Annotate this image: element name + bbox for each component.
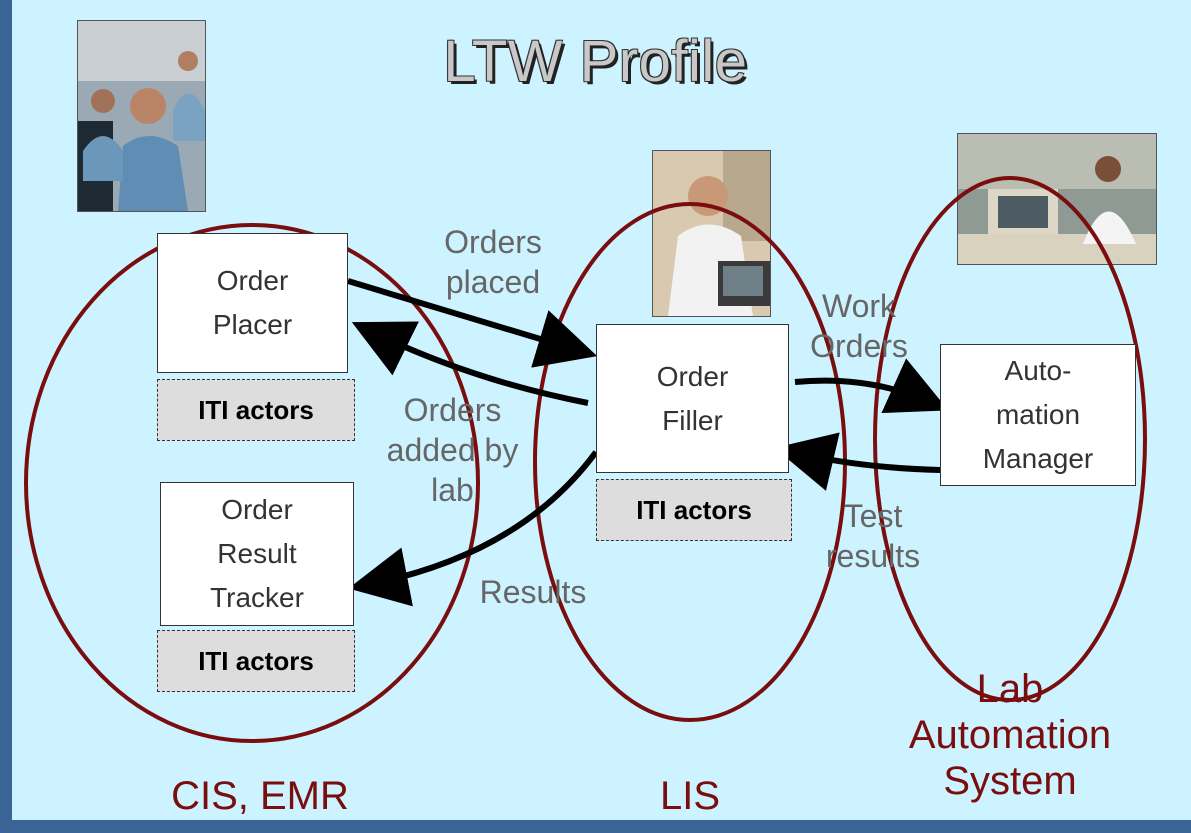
work-orders-arrow — [794, 358, 949, 414]
test-results-line1: Test — [843, 498, 903, 534]
test-results-line2: results — [825, 538, 921, 574]
orders-added-line1: Orders — [403, 392, 502, 428]
iti-actors-tracker: ITI actors — [157, 630, 355, 692]
lis-label: LIS — [659, 774, 721, 818]
work-orders-line1: Work — [821, 288, 897, 324]
automation-line3: Manager — [982, 443, 1094, 474]
results-label: Results — [479, 574, 587, 610]
cis-emr-label: CIS, EMR — [171, 774, 349, 818]
tracker-line1: Order — [221, 494, 293, 525]
cis-emr-ellipse — [24, 223, 480, 743]
lab-automation-line2: Automation — [908, 713, 1112, 757]
automation-line2: mation — [995, 399, 1081, 430]
orders-placed-line1: Orders — [444, 224, 542, 260]
orders-added-line3: lab — [431, 472, 474, 508]
iti-actors-placer: ITI actors — [157, 379, 355, 441]
order-placer-line2: Placer — [212, 309, 293, 340]
lab-automation-ellipse — [873, 176, 1147, 702]
results-arrow — [348, 450, 599, 607]
orders-placed-line2: placed — [445, 264, 541, 300]
page-title: LTW Profile — [443, 29, 748, 94]
tracker-line3: Tracker — [210, 582, 304, 613]
slide-bottom-bar — [0, 820, 1191, 833]
automation-line1: Auto- — [1004, 355, 1072, 386]
order-filler-line2: Filler — [662, 404, 723, 436]
orders-placed-arrow — [347, 278, 598, 368]
iti-actors-filler: ITI actors — [596, 479, 792, 541]
clinicians-photo — [77, 20, 206, 212]
test-results-arrow — [774, 432, 941, 491]
lab-automation-photo — [957, 133, 1157, 265]
tracker-line2: Result — [217, 538, 297, 569]
order-placer-line1: Order — [216, 265, 289, 296]
order-filler-line1: Order — [656, 360, 729, 392]
orders-added-line2: added by — [386, 432, 519, 468]
lab-automation-line1: Lab — [976, 667, 1044, 711]
lab-automation-line3: System — [943, 759, 1077, 803]
orders-placed-label: Orders placed — [428, 222, 558, 302]
test-results-label: Test results — [808, 496, 938, 576]
orders-added-arrow — [351, 321, 589, 406]
orders-added-label: Orders added by lab — [365, 390, 540, 510]
lab-technician-photo — [652, 150, 771, 317]
work-orders-line2: Orders — [810, 328, 908, 364]
